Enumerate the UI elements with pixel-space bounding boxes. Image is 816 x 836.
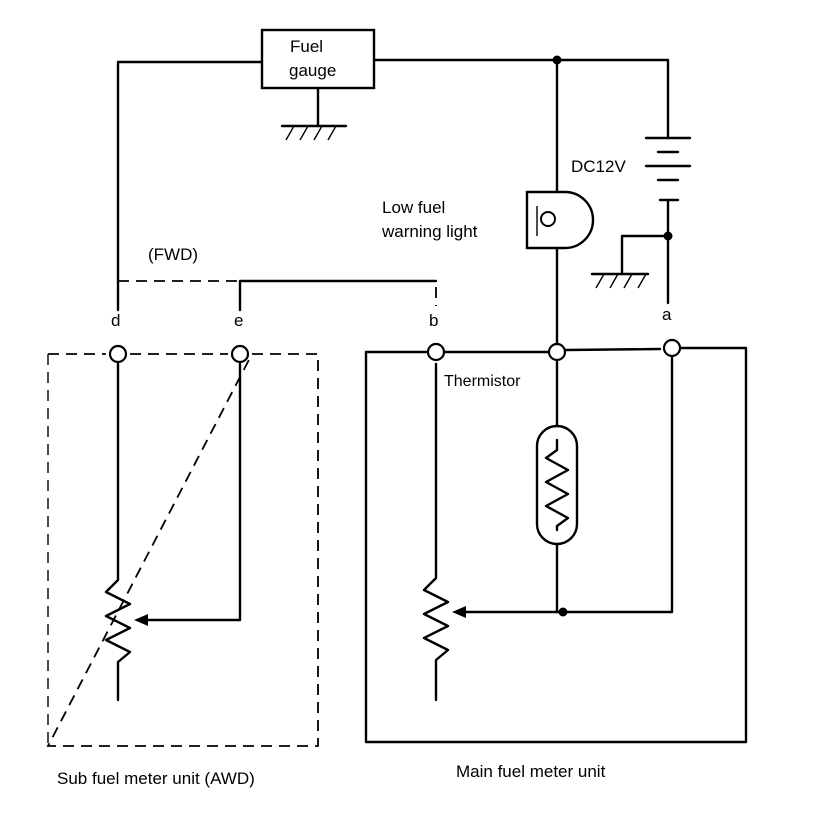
- battery-icon: [644, 136, 692, 202]
- terminal-b: [426, 342, 446, 362]
- gauge-ground-icon: [280, 86, 348, 141]
- low-fuel-label-line1: Low fuel: [382, 198, 445, 217]
- terminal-d: [108, 344, 128, 364]
- terminal-thermistor: [547, 342, 567, 362]
- battery-ground-icon: [590, 234, 670, 289]
- terminal-a: [662, 338, 682, 358]
- wire-gauge-right: [372, 58, 670, 140]
- wire-gauge-left: [116, 60, 264, 312]
- fwd-dashed-wire: [118, 280, 437, 306]
- wire-e-to-b: [238, 279, 438, 312]
- terminal-e-label: e: [234, 311, 243, 330]
- warning-light-icon: [525, 190, 595, 250]
- low-fuel-label-line2: warning light: [381, 222, 478, 241]
- main-wiper-arrow-icon: [452, 606, 466, 618]
- main-rheostat-wire: [422, 362, 450, 702]
- fuel-gauge-label-line1: Fuel: [290, 37, 323, 56]
- junction-dot-wiper: [558, 607, 568, 617]
- fuel-gauge-box: [260, 28, 376, 90]
- terminal-d-label: d: [111, 311, 120, 330]
- terminal-e: [230, 344, 250, 364]
- terminal-b-label: b: [429, 311, 438, 330]
- main-wiper-wire: [458, 356, 674, 614]
- fwd-label: (FWD): [148, 245, 198, 264]
- sub-unit-label: Sub fuel meter unit (AWD): [57, 769, 255, 788]
- fuel-gauge-label-line2: gauge: [289, 61, 336, 80]
- sub-wiper-arrow-icon: [134, 614, 148, 626]
- dc12v-label: DC12V: [571, 157, 626, 176]
- main-unit-label: Main fuel meter unit: [456, 762, 606, 781]
- sub-wiper-wire: [140, 362, 242, 622]
- thermistor-label: Thermistor: [444, 373, 521, 390]
- thermistor-zigzag: [544, 438, 570, 532]
- main-unit-boundary: [364, 346, 748, 744]
- sub-unit-boundary: [46, 353, 319, 747]
- sub-rheostat-wire: [104, 362, 132, 702]
- terminal-a-label: a: [662, 305, 672, 324]
